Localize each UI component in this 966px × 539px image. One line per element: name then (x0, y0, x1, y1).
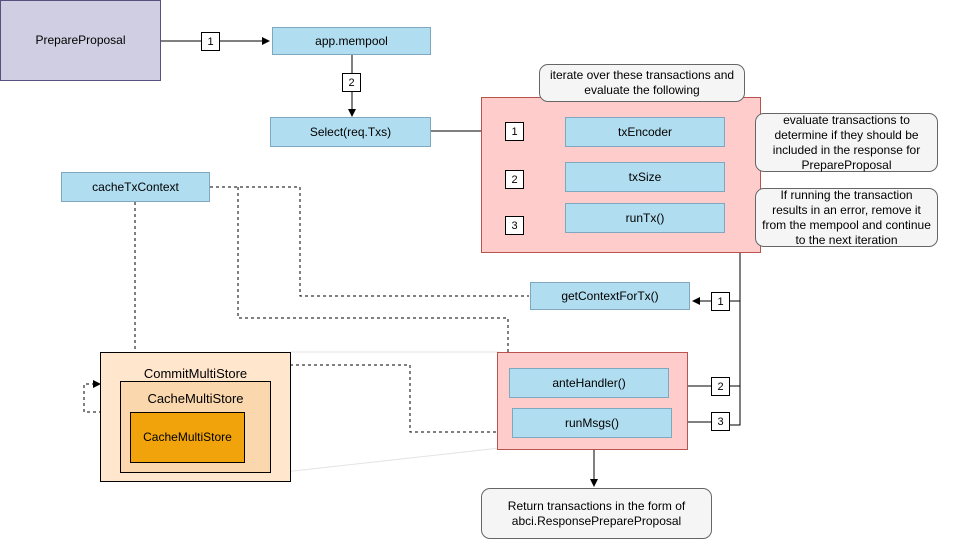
evaluate-note-text: evaluate transactions to determine if th… (772, 112, 921, 172)
tx-encoder-label: txEncoder (617, 124, 673, 139)
step-badge-ante-2: 2 (711, 377, 730, 396)
step-badge-loop-1: 1 (505, 122, 524, 141)
prepare-proposal-label: PrepareProposal (35, 33, 126, 47)
app-mempool-label: app.mempool (315, 33, 388, 48)
prepare-proposal-node: PrepareProposal (0, 0, 161, 81)
commit-multi-store-label: CommitMultiStore (143, 366, 248, 381)
step-badge-loop-2: 2 (505, 170, 524, 189)
run-tx-label: runTx() (625, 210, 665, 225)
tx-encoder-node: txEncoder (565, 117, 725, 147)
app-mempool-node: app.mempool (272, 27, 431, 55)
run-tx-node: runTx() (565, 203, 725, 233)
running-error-note-text: If running the transaction results in an… (762, 187, 931, 247)
iterate-note: iterate over these transactions and eval… (539, 64, 745, 102)
ante-handler-node: anteHandler() (509, 368, 669, 398)
run-msgs-label: runMsgs() (564, 415, 619, 430)
return-transactions-note: Return transactions in the form of abci.… (481, 488, 712, 539)
cache-multi-store-inner-label: CacheMultiStore (143, 430, 232, 444)
step-badge-loop-3: 3 (505, 216, 524, 235)
running-error-note: If running the transaction results in an… (755, 188, 938, 247)
step-badge-context-1: 1 (711, 292, 730, 311)
tx-size-node: txSize (565, 162, 725, 192)
cache-tx-context-node: cacheTxContext (61, 172, 210, 202)
return-transactions-note-text: Return transactions in the form of abci.… (507, 498, 686, 528)
get-context-for-tx-node: getContextForTx() (530, 282, 690, 310)
select-label: Select(req.Txs) (309, 124, 392, 139)
tx-size-label: txSize (628, 169, 662, 184)
run-msgs-node: runMsgs() (512, 408, 672, 438)
iterate-note-text: iterate over these transactions and eval… (549, 68, 735, 97)
cache-multi-store-outer-label: CacheMultiStore (147, 391, 244, 406)
select-node: Select(req.Txs) (270, 117, 431, 147)
cache-multi-store-inner: CacheMultiStore (130, 412, 245, 463)
evaluate-note: evaluate transactions to determine if th… (755, 113, 938, 172)
cache-tx-context-label: cacheTxContext (92, 179, 179, 194)
get-context-for-tx-label: getContextForTx() (561, 288, 659, 303)
step-badge-mempool-to-select: 2 (342, 73, 361, 92)
ante-handler-label: anteHandler() (552, 375, 626, 390)
step-badge-prepare-to-mempool: 1 (201, 32, 220, 51)
step-badge-msgs-3: 3 (711, 412, 730, 431)
